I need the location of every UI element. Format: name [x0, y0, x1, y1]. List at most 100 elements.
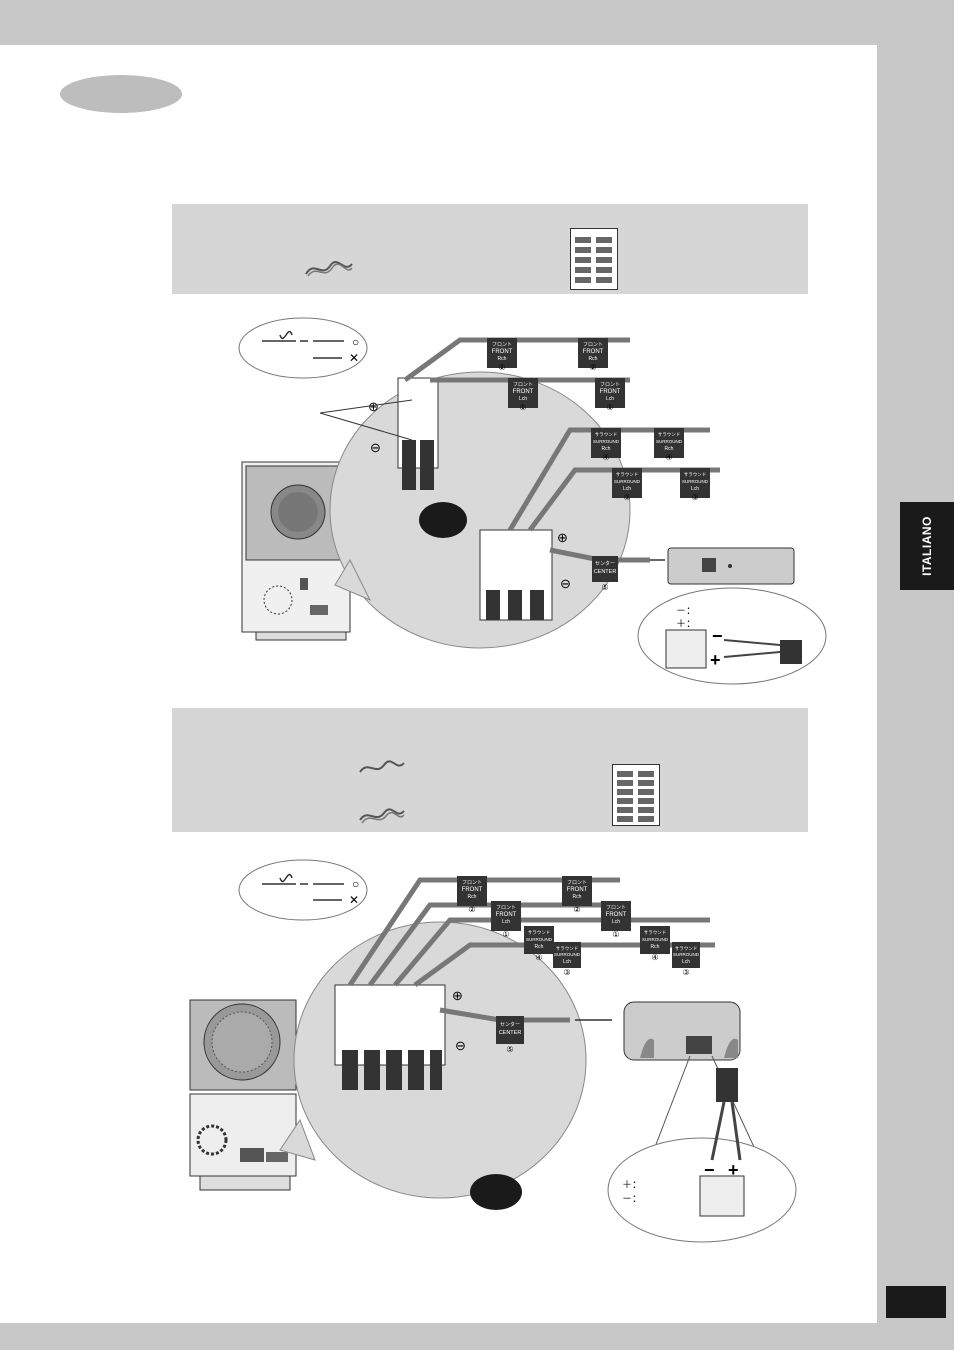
svg-text:Rch: Rch [573, 894, 582, 900]
center-minus-symbol: ⊖ [560, 576, 571, 591]
svg-text:サラウンド: サラウンド [644, 929, 667, 936]
language-tab: ITALIANO [900, 502, 954, 590]
svg-text:FRONT: FRONT [600, 389, 621, 395]
connection-diagram-2: ○ ✕ ⊕ ⊖ フロント FRONT Rch ② フロント FRONT Rch … [189, 859, 797, 1243]
page-number-box [886, 1286, 946, 1318]
svg-text:フロント: フロント [600, 382, 620, 388]
svg-text:SURROUND: SURROUND [614, 479, 641, 484]
good-mark: ○ [352, 335, 359, 349]
svg-text:Rch: Rch [535, 944, 544, 950]
front-plus-symbol: ⊕ [368, 399, 379, 414]
svg-text:サラウンド: サラウンド [658, 431, 681, 438]
svg-text:Lch: Lch [612, 919, 620, 925]
svg-text:Rch: Rch [589, 356, 598, 362]
cable-tag-surround-l-2: サラウンド SURROUND Lch ③ [680, 468, 710, 502]
svg-text:FRONT: FRONT [606, 912, 627, 918]
svg-text:フロント: フロント [462, 880, 482, 886]
step-badge [419, 502, 467, 538]
speaker-cable-icon-a [359, 760, 405, 773]
plus-symbol-2: ⊕ [452, 988, 463, 1003]
svg-text:④: ④ [602, 453, 609, 462]
svg-text:①: ① [606, 403, 613, 412]
svg-text:フロント: フロント [513, 382, 533, 388]
svg-text:フロント: フロント [606, 905, 626, 911]
svg-text:CENTER: CENTER [499, 1030, 522, 1036]
svg-text:SURROUND: SURROUND [673, 952, 700, 957]
speaker-cable-icon-b [359, 808, 405, 824]
svg-text:Lch: Lch [691, 486, 699, 492]
svg-text:FRONT: FRONT [567, 887, 588, 893]
svg-text:センター: センター [595, 560, 615, 567]
center-plus-symbol: ⊕ [557, 530, 568, 545]
center-speaker-illustration [667, 547, 795, 585]
svg-text:SURROUND: SURROUND [682, 479, 709, 484]
svg-text:③: ③ [623, 493, 630, 502]
cable-tag-front-l: フロント FRONT Lch ① [508, 378, 538, 412]
accessory-panel-2 [172, 708, 808, 832]
svg-text:②: ② [468, 905, 475, 914]
bad-mark: ✕ [349, 351, 359, 365]
svg-text:サラウンド: サラウンド [616, 471, 639, 478]
svg-text:⑤: ⑤ [601, 583, 608, 592]
cable-tag-2-front-r-2: フロント FRONT Rch ② [562, 876, 592, 914]
cable-tag-front-r-2: フロント FRONT Rch ② [578, 338, 608, 372]
svg-text:Rch: Rch [602, 446, 611, 452]
svg-text:②: ② [498, 363, 505, 372]
svg-text:SURROUND: SURROUND [554, 952, 581, 957]
cable-tag-front-r: フロント FRONT Rch ② [487, 338, 517, 372]
svg-text:③: ③ [691, 493, 698, 502]
wire-tip-callout-2 [238, 859, 368, 921]
cable-tag-2-surround-r-2: サラウンド SURROUND Rch ④ [640, 926, 670, 962]
inset-big-minus-2: − [704, 1160, 715, 1180]
bad-mark-2: ✕ [349, 893, 359, 907]
svg-text:①: ① [612, 930, 619, 939]
language-tab-label: ITALIANO [920, 516, 934, 576]
accessory-panel-1 [172, 204, 808, 294]
good-mark-2: ○ [352, 877, 359, 891]
inset-minus-legend: －： [676, 606, 696, 617]
svg-text:④: ④ [535, 953, 542, 962]
cable-tag-surround-r: サラウンド SURROUND Rch ④ [591, 428, 621, 462]
inset-big-minus: − [712, 626, 723, 646]
subwoofer-illustration-2 [189, 999, 297, 1191]
svg-text:サラウンド: サラウンド [528, 929, 551, 936]
svg-text:FRONT: FRONT [513, 389, 534, 395]
svg-text:③: ③ [682, 968, 689, 977]
cable-tag-surround-l: サラウンド SURROUND Lch ③ [612, 468, 642, 502]
cable-tag-2-front-r: フロント FRONT Rch ② [457, 876, 487, 914]
svg-text:⑤: ⑤ [506, 1045, 513, 1054]
svg-text:サラウンド: サラウンド [684, 471, 707, 478]
svg-text:Lch: Lch [502, 919, 510, 925]
wire-tip-callout [238, 317, 368, 379]
svg-text:SURROUND: SURROUND [593, 439, 620, 444]
svg-text:FRONT: FRONT [492, 349, 513, 355]
surround-center-terminals [479, 529, 553, 621]
svg-text:Rch: Rch [651, 944, 660, 950]
svg-text:サラウンド: サラウンド [595, 431, 618, 438]
svg-text:④: ④ [665, 453, 672, 462]
svg-text:SURROUND: SURROUND [656, 439, 683, 444]
cable-tag-2-front-l: フロント FRONT Lch ① [491, 901, 521, 939]
cable-tag-2-front-l-2: フロント FRONT Lch ① [601, 901, 631, 939]
svg-text:CENTER: CENTER [594, 569, 617, 575]
center-speaker-illustration-2 [623, 1001, 741, 1061]
svg-text:FRONT: FRONT [496, 912, 517, 918]
svg-text:サラウンド: サラウンド [675, 945, 698, 952]
front-minus-symbol: ⊖ [370, 440, 381, 455]
svg-text:Lch: Lch [606, 396, 614, 402]
inset-big-plus: + [710, 650, 721, 670]
section-marker-oval [60, 75, 182, 113]
minus-symbol-2: ⊖ [455, 1038, 466, 1053]
svg-text:①: ① [502, 930, 509, 939]
cable-tag-2-center: センター CENTER ⑤ [496, 1016, 524, 1054]
svg-text:Rch: Rch [468, 894, 477, 900]
svg-text:④: ④ [651, 953, 658, 962]
svg-text:FRONT: FRONT [583, 349, 604, 355]
inset-big-plus-2: + [728, 1160, 739, 1180]
svg-text:①: ① [519, 403, 526, 412]
cable-sticker-sheet [570, 228, 618, 290]
svg-text:②: ② [573, 905, 580, 914]
svg-text:サラウンド: サラウンド [556, 945, 579, 952]
svg-text:センター: センター [500, 1021, 520, 1028]
inset-minus-legend-2: －： [622, 1194, 642, 1205]
